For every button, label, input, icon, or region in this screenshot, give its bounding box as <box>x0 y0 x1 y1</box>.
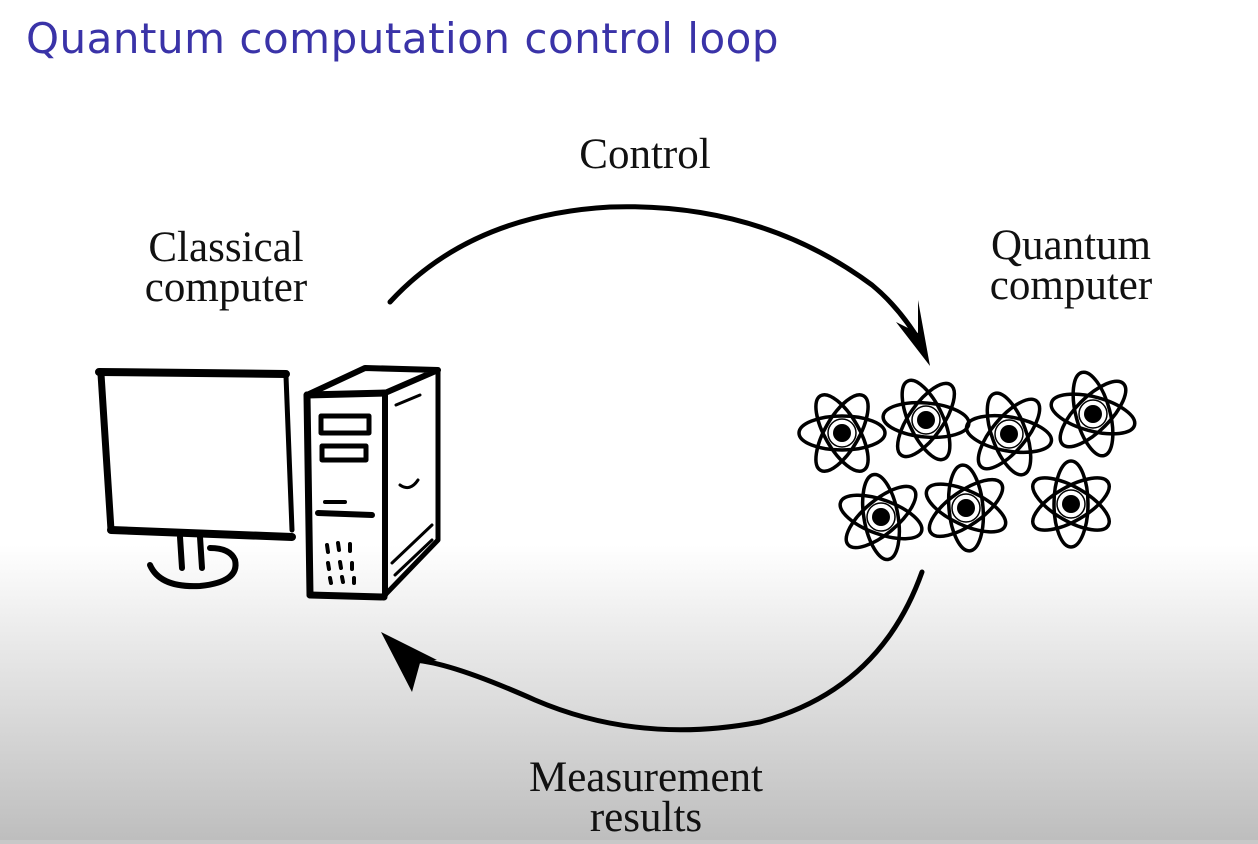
control-label-text: Control <box>579 131 711 178</box>
atom-icon <box>797 393 887 473</box>
atom-orbit <box>797 414 887 452</box>
measurement-label-line2: results <box>589 794 703 841</box>
atom-orbit <box>844 484 918 550</box>
bottom-strip <box>0 840 1258 844</box>
atom-icon <box>964 391 1054 477</box>
atom-orbit <box>976 397 1042 471</box>
classical-computer-label: Classical computer <box>112 224 340 311</box>
atom-orbit <box>860 472 902 562</box>
atom-nucleus <box>833 424 851 442</box>
atom-orbit <box>1031 476 1111 532</box>
atom-orbit <box>964 413 1054 455</box>
atom-orbit <box>1031 476 1111 532</box>
atom-orbit <box>1052 459 1090 549</box>
atom-orbit <box>814 393 870 473</box>
quantum-label-line1: Quantum <box>990 222 1152 269</box>
measurement-arrowhead-icon <box>381 632 437 692</box>
measurement-edge-label: Measurement results <box>488 754 804 841</box>
atom-icon <box>881 378 971 462</box>
atom-nucleus <box>957 499 975 517</box>
quantum-label-line2: computer <box>989 262 1153 309</box>
atom-orbit <box>927 477 1005 539</box>
atom-orbit <box>1071 370 1115 458</box>
quantum-computer-label: Quantum computer <box>960 222 1182 309</box>
slide-title: Quantum computation control loop <box>26 14 780 63</box>
atom-orbit <box>1058 379 1128 449</box>
atom-nucleus <box>1062 495 1080 513</box>
control-edge-label: Control <box>555 133 735 176</box>
atom-orbit <box>985 391 1033 477</box>
atom-nucleus <box>872 508 890 526</box>
atom-nucleus <box>917 411 935 429</box>
atom-icon <box>924 463 1008 553</box>
control-arrow <box>387 204 930 366</box>
atom-nucleus <box>1000 425 1018 443</box>
measurement-label-line1: Measurement <box>528 754 764 801</box>
atom-orbit <box>924 482 1008 534</box>
classical-label-line1: Classical <box>148 224 304 271</box>
measurement-arrow <box>381 569 925 733</box>
atom-orbit <box>895 381 957 459</box>
atom-nucleus <box>1084 405 1102 423</box>
atom-icon <box>838 472 924 562</box>
classical-label-line2: computer <box>144 264 308 311</box>
atom-icon <box>1049 370 1137 458</box>
desktop-computer-icon <box>95 365 441 601</box>
atom-orbit <box>946 463 986 553</box>
control-arrowhead-icon <box>896 300 930 366</box>
atom-orbit <box>814 393 870 473</box>
atom-orbit <box>900 378 952 462</box>
atom-orbit <box>1049 392 1137 436</box>
atom-cluster <box>797 370 1137 562</box>
atom-icon <box>1031 459 1111 549</box>
atom-orbit <box>838 493 924 541</box>
